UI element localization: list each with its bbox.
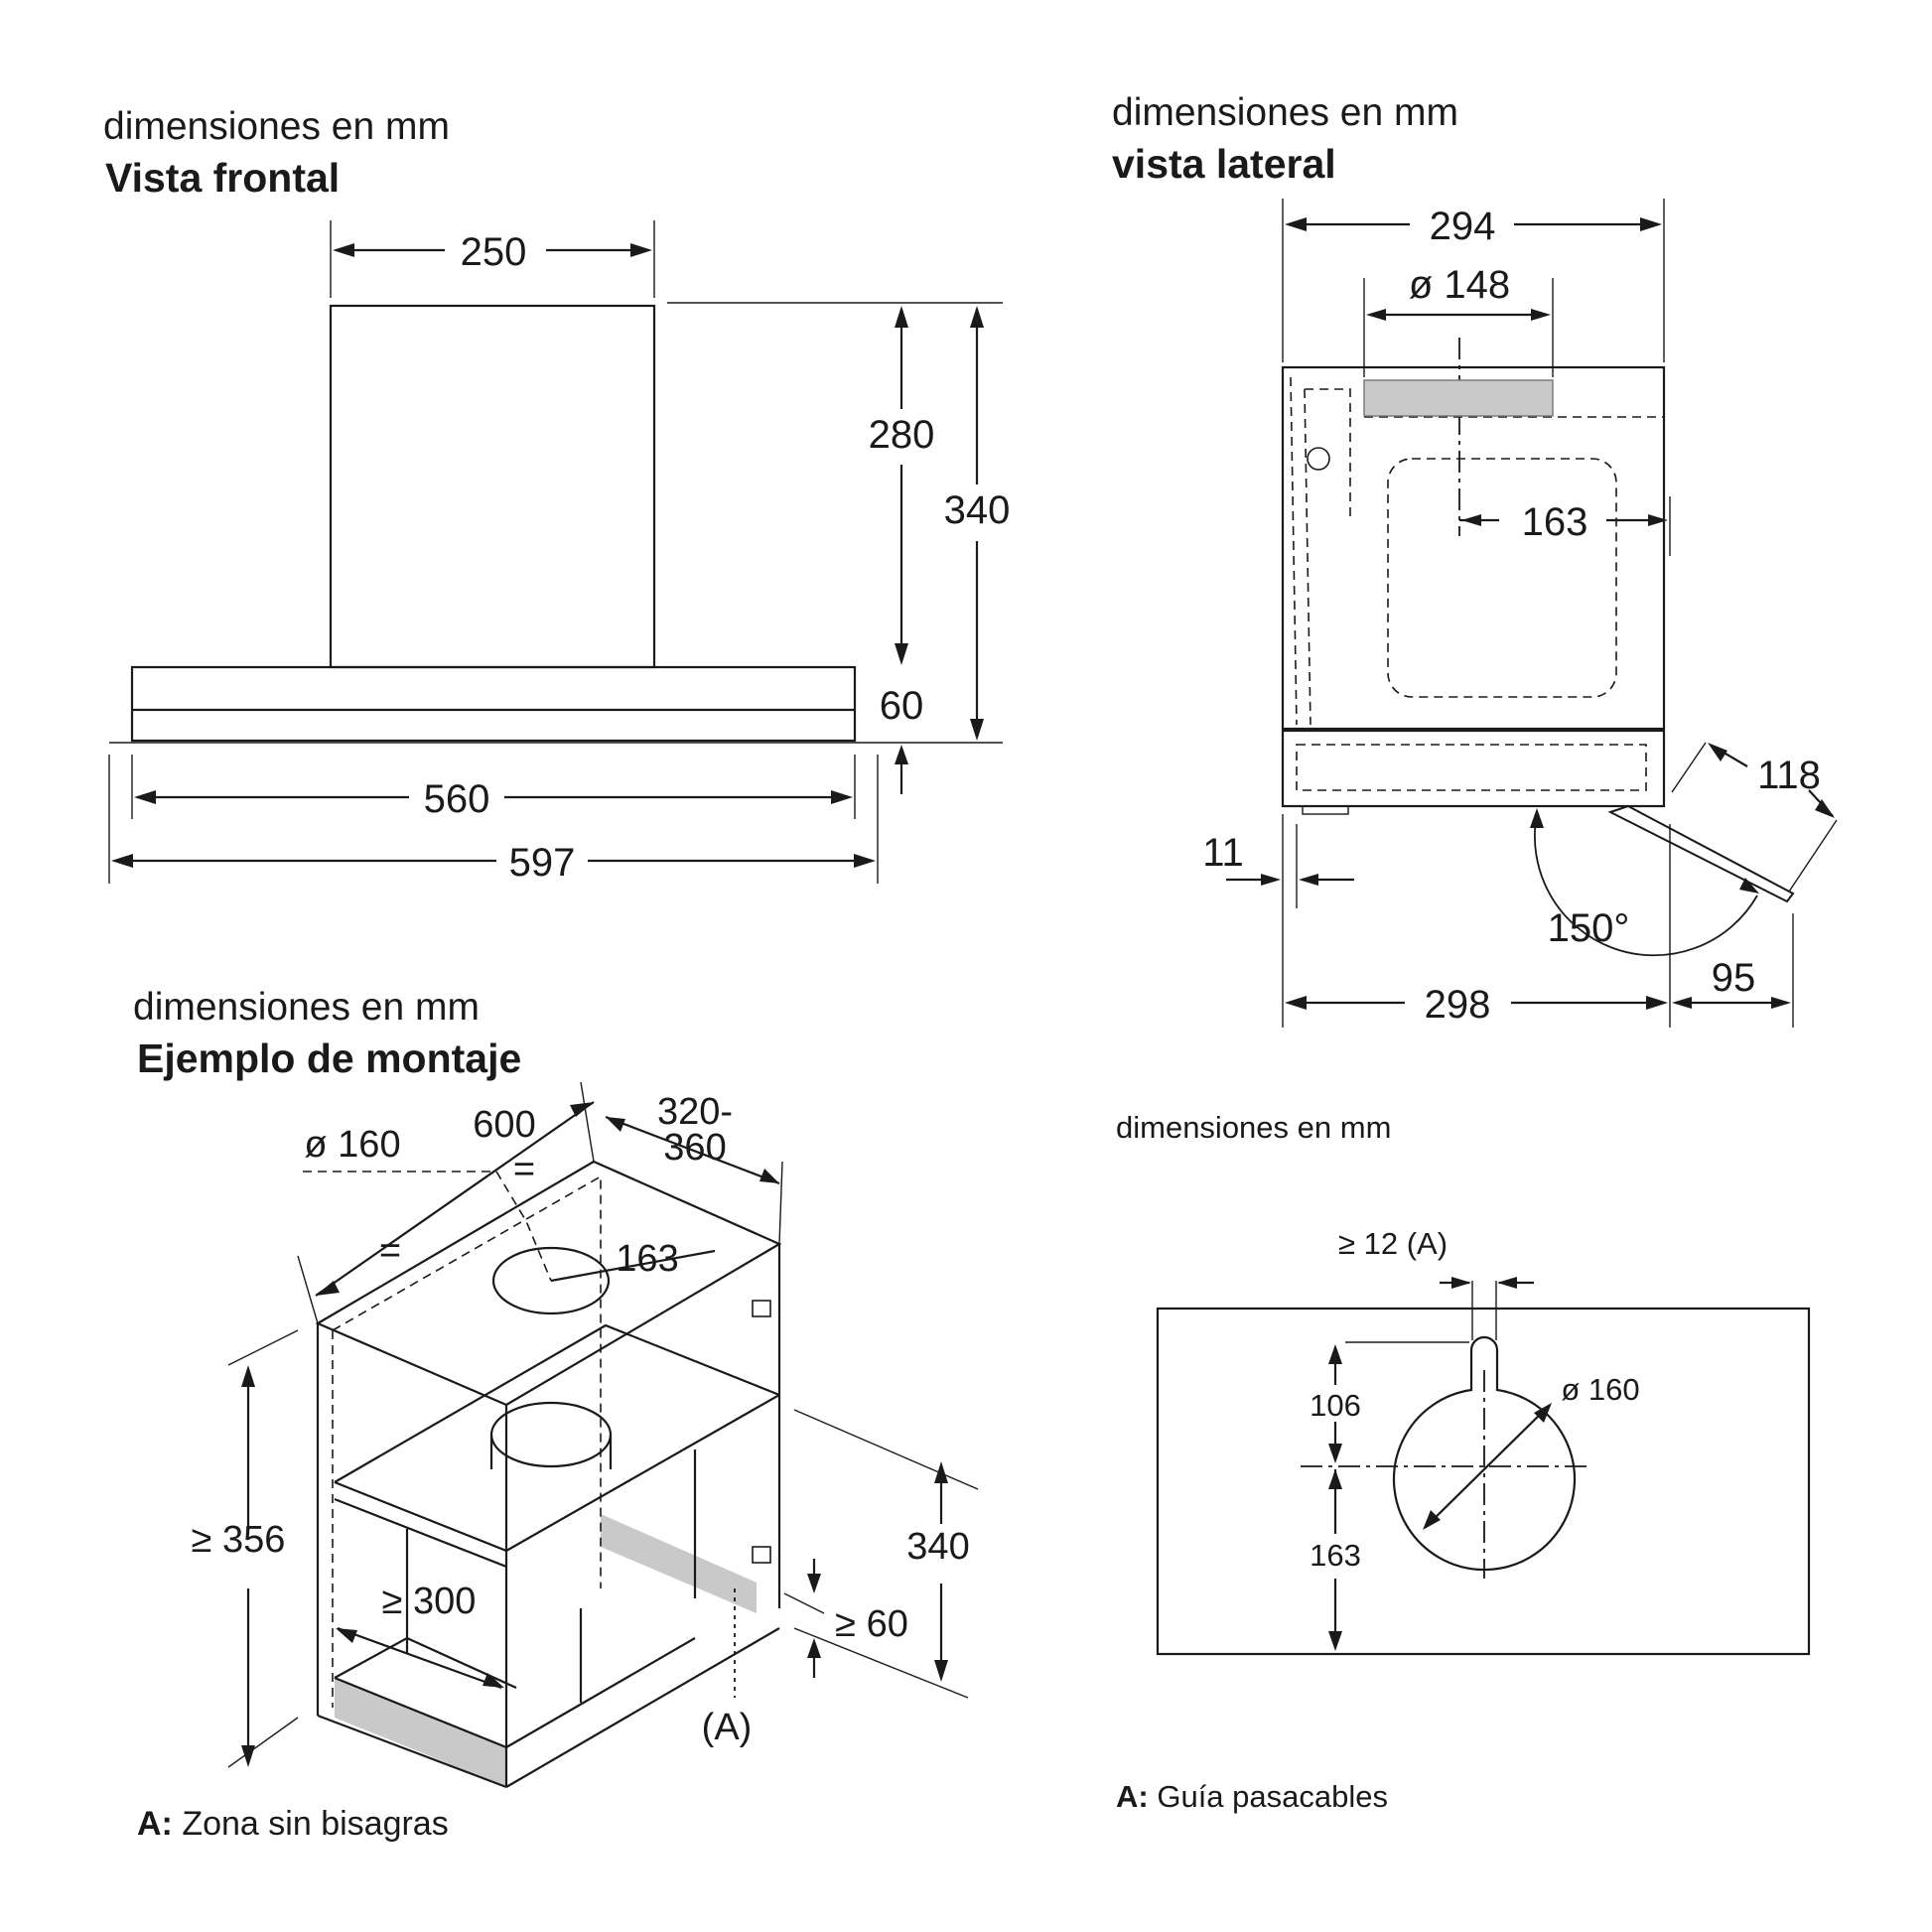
- housing-outline: [1281, 365, 1666, 731]
- mount-note-text: Zona sin bisagras: [182, 1805, 449, 1843]
- mount-note: A: Zona sin bisagras: [137, 1805, 449, 1844]
- dim-bottom-offset: 163: [1310, 1538, 1361, 1573]
- duct-shaded-area: [1363, 379, 1554, 417]
- dim-equal-1: =: [513, 1149, 535, 1190]
- panel-outline: [1156, 1307, 1811, 1656]
- dim-gap: 11: [1202, 831, 1244, 875]
- dim-total-height: 340: [944, 488, 1011, 532]
- shaded-zone-back: [601, 1514, 757, 1613]
- dim-depth-top: 294: [1430, 205, 1496, 248]
- dim-duct-offset: 163: [1522, 500, 1588, 544]
- side-title: vista lateral: [1112, 141, 1336, 187]
- dim-canopy-height: 60: [880, 684, 924, 728]
- dim-visor-length: 118: [1757, 754, 1821, 797]
- dim-cabinet-depth-line2: 360: [663, 1127, 726, 1169]
- cutout-heading: dimensiones en mm: [1116, 1110, 1392, 1145]
- dim-chimney-width: 250: [461, 230, 527, 274]
- dim-chimney-height: 280: [869, 413, 935, 457]
- cutout-note-key: A:: [1116, 1779, 1149, 1814]
- dim-inner-width: 560: [424, 777, 490, 821]
- side-view-panel: [1102, 89, 1857, 1062]
- dim-cabinet-height: 340: [906, 1526, 969, 1568]
- dim-overhang: 95: [1712, 956, 1756, 1000]
- cutout-panel: [1102, 1092, 1857, 1847]
- dim-circle-diameter: ø 160: [1561, 1372, 1639, 1407]
- dim-cabinet-depth-line1: 320-: [657, 1091, 733, 1133]
- front-view-panel: [89, 89, 1023, 1033]
- dim-depth-bottom: 298: [1425, 983, 1491, 1027]
- side-heading: dimensiones en mm: [1112, 91, 1458, 134]
- front-title: Vista frontal: [105, 155, 341, 201]
- zone-marker-a: (A): [702, 1707, 753, 1748]
- dim-min-slot: ≥ 12 (A): [1338, 1226, 1448, 1261]
- dim-cut-offset: 163: [616, 1238, 678, 1280]
- mount-title: Ejemplo de montaje: [137, 1035, 522, 1081]
- dim-min-width: ≥ 300: [382, 1581, 477, 1622]
- canopy-outline-side: [1281, 729, 1666, 808]
- cutout-circle: [1392, 1335, 1577, 1572]
- dim-min-height: ≥ 356: [192, 1519, 286, 1561]
- dim-outer-width: 597: [509, 841, 576, 885]
- dim-cabinet-width: 600: [473, 1104, 535, 1146]
- dim-min-bottom: ≥ 60: [835, 1603, 908, 1645]
- cutout-note-text: Guía pasacables: [1157, 1779, 1388, 1814]
- dim-visor-angle: 150°: [1548, 906, 1630, 950]
- cutout-note: A: Guía pasacables: [1116, 1779, 1388, 1815]
- dim-duct-diameter: ø 148: [1409, 263, 1510, 307]
- dim-top-offset: 106: [1310, 1388, 1361, 1423]
- dim-equal-2: =: [379, 1230, 401, 1272]
- front-heading: dimensiones en mm: [103, 105, 450, 148]
- mount-note-key: A:: [137, 1805, 173, 1843]
- dim-cut-diameter: ø 160: [304, 1124, 400, 1166]
- mount-heading: dimensiones en mm: [133, 986, 480, 1029]
- canopy-outline: [130, 665, 857, 743]
- shaded-zone-front: [335, 1678, 506, 1787]
